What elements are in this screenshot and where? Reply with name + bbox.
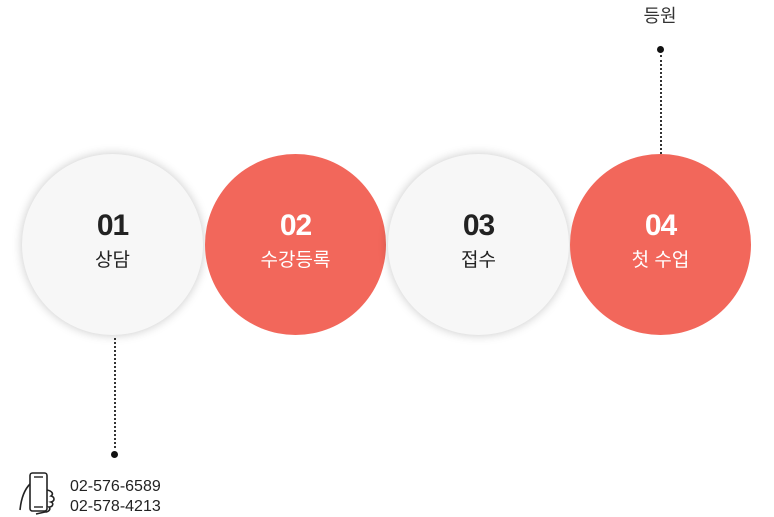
step-1-circle: 01 상담 <box>22 154 203 335</box>
top-connector-dot <box>657 46 664 53</box>
step-3-number: 03 <box>462 209 495 242</box>
step-4-number: 04 <box>644 209 677 242</box>
step-4-circle: 04 첫 수업 <box>570 154 751 335</box>
step-2-circle: 02 수강등록 <box>205 154 386 335</box>
bottom-connector-dot <box>111 451 118 458</box>
step-3-circle: 03 접수 <box>388 154 569 335</box>
step-3-label: 접수 <box>461 250 496 271</box>
step-1-number: 01 <box>96 209 129 242</box>
hand-holding-phone-icon <box>19 472 55 515</box>
step-4-label: 첫 수업 <box>631 250 690 271</box>
bottom-connector-line <box>114 338 116 448</box>
step-1-label: 상담 <box>95 250 130 271</box>
phone-numbers: 02-576-6589 02-578-4213 <box>70 477 161 517</box>
top-step-label: 등원 <box>643 6 677 26</box>
top-connector-line <box>660 55 662 154</box>
step-2-label: 수강등록 <box>260 250 331 271</box>
step-2-number: 02 <box>279 209 312 242</box>
phone-number-1: 02-576-6589 <box>70 478 161 495</box>
phone-number-2: 02-578-4213 <box>70 498 161 515</box>
